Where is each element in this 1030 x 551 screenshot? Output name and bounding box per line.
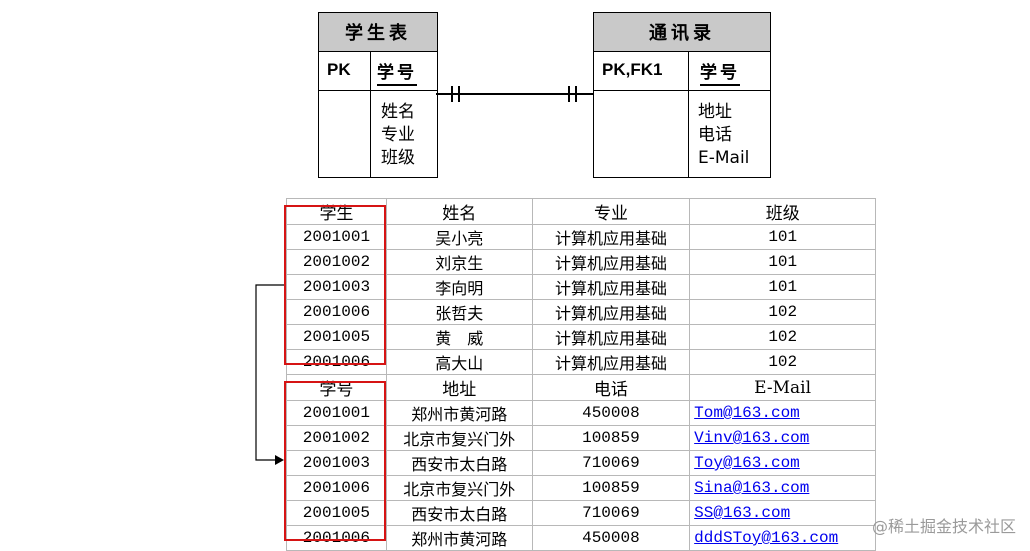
email-link[interactable]: dddSToy@163.com [689, 525, 876, 551]
arrowhead-icon [275, 455, 284, 465]
table-cell: 北京市复兴门外 [385, 425, 533, 451]
column-header: 地址 [385, 374, 533, 401]
table-cell: 100859 [531, 425, 691, 451]
table-row: 2001006 郑州市黄河路 450008 dddSToy@163.com [286, 525, 876, 551]
student-entity-title: 学生表 [319, 13, 437, 52]
table-row: 2001006 张哲夫 计算机应用基础 102 [286, 299, 876, 325]
table-cell: 2001005 [286, 324, 387, 350]
table-cell: 101 [689, 224, 876, 250]
student-table-header-row: 学生 姓名 专业 班级 [286, 198, 876, 225]
email-link[interactable]: Vinv@163.com [689, 425, 876, 451]
table-cell: 102 [689, 324, 876, 350]
contact-attr: 电话 [698, 125, 732, 145]
table-row: 2001006 北京市复兴门外 100859 Sina@163.com [286, 475, 876, 501]
student-entity-divider [370, 52, 371, 177]
table-cell: 2001002 [286, 425, 387, 451]
student-key-highlight [284, 205, 386, 365]
contact-attributes: 地址 电话 E-Mail [698, 101, 749, 170]
student-attr: 姓名 [381, 102, 415, 122]
table-cell: 吴小亮 [385, 224, 533, 250]
table-cell: 2001006 [286, 475, 387, 501]
email-link[interactable]: Sina@163.com [689, 475, 876, 501]
table-cell: 101 [689, 274, 876, 300]
table-cell: 高大山 [385, 349, 533, 375]
table-row: 2001003 李向明 计算机应用基础 101 [286, 274, 876, 300]
table-cell: 450008 [531, 400, 691, 426]
contact-table-header-row: 学号 地址 电话 E-Mail [286, 374, 876, 401]
table-cell: 102 [689, 299, 876, 325]
table-cell: 李向明 [385, 274, 533, 300]
student-pk-field: 学号 [377, 58, 417, 86]
row-link-arrow [255, 284, 284, 465]
table-cell: 102 [689, 349, 876, 375]
student-attributes: 姓名 专业 班级 [381, 101, 415, 170]
table-cell: 2001006 [286, 299, 387, 325]
table-cell: 计算机应用基础 [531, 324, 691, 350]
table-cell: 郑州市黄河路 [385, 400, 533, 426]
column-header: 姓名 [385, 198, 533, 225]
contact-entity-title: 通讯录 [594, 13, 770, 52]
email-link[interactable]: Toy@163.com [689, 450, 876, 476]
watermark: @稀土掘金技术社区 [871, 517, 1016, 536]
table-cell: 101 [689, 249, 876, 275]
student-attr: 专业 [381, 125, 415, 145]
table-cell: 计算机应用基础 [531, 249, 691, 275]
column-header: E-Mail [689, 374, 876, 401]
student-pk-row: PK 学号 [319, 52, 437, 91]
email-link[interactable]: SS@163.com [689, 500, 876, 526]
contact-pk-field: 学号 [700, 58, 740, 86]
table-cell: 100859 [531, 475, 691, 501]
email-link[interactable]: Tom@163.com [689, 400, 876, 426]
table-cell: 刘京生 [385, 249, 533, 275]
table-cell: 计算机应用基础 [531, 299, 691, 325]
table-cell: 张哲夫 [385, 299, 533, 325]
table-cell: 2001001 [286, 224, 387, 250]
table-cell: 西安市太白路 [385, 500, 533, 526]
table-cell: 450008 [531, 525, 691, 551]
table-cell: 2001003 [286, 274, 387, 300]
contact-entity-box: 通讯录 PK,FK1 学号 地址 电话 E-Mail [593, 12, 771, 178]
table-cell: 西安市太白路 [385, 450, 533, 476]
table-cell: 北京市复兴门外 [385, 475, 533, 501]
table-cell: 郑州市黄河路 [385, 525, 533, 551]
contact-attr: 地址 [698, 102, 732, 122]
table-cell: 计算机应用基础 [531, 274, 691, 300]
table-cell: 710069 [531, 450, 691, 476]
table-row: 2001001 郑州市黄河路 450008 Tom@163.com [286, 400, 876, 426]
table-cell: 710069 [531, 500, 691, 526]
contact-attr: E-Mail [698, 148, 750, 168]
student-attr: 班级 [381, 148, 415, 168]
table-cell: 计算机应用基础 [531, 224, 691, 250]
contact-pk-label: PK,FK1 [602, 60, 663, 79]
column-header: 学号 [286, 374, 387, 401]
table-cell: 2001006 [286, 525, 387, 551]
student-pk-label: PK [327, 60, 351, 79]
table-cell: 计算机应用基础 [531, 349, 691, 375]
student-entity-box: 学生表 PK 学号 姓名 专业 班级 [318, 12, 438, 178]
table-cell: 2001002 [286, 249, 387, 275]
table-cell: 黄 威 [385, 324, 533, 350]
table-cell: 2001001 [286, 400, 387, 426]
table-cell: 2001003 [286, 450, 387, 476]
column-header: 班级 [689, 198, 876, 225]
table-row: 2001002 刘京生 计算机应用基础 101 [286, 249, 876, 275]
contact-pk-row: PK,FK1 学号 [594, 52, 770, 91]
column-header: 专业 [531, 198, 691, 225]
column-header: 学生 [286, 198, 387, 225]
column-header: 电话 [531, 374, 691, 401]
table-row: 2001003 西安市太白路 710069 Toy@163.com [286, 450, 876, 476]
table-row: 2001005 西安市太白路 710069 SS@163.com [286, 500, 876, 526]
relationship-connector [436, 86, 593, 102]
contact-key-highlight [284, 381, 386, 541]
contact-entity-divider [688, 52, 689, 177]
